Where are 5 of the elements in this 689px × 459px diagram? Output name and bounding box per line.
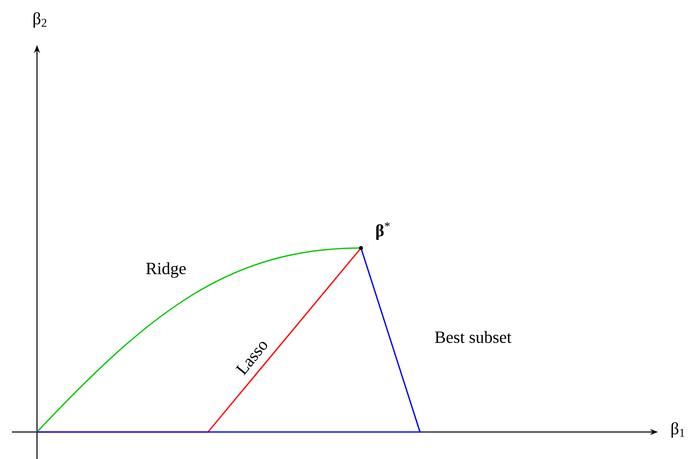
curve-label: Ridge (146, 262, 186, 278)
axis-label: β$_{2}$ (34, 12, 46, 28)
point-label: β$^{*}$ (376, 222, 390, 240)
axis-label: β$_{1}$ (672, 422, 684, 438)
curve-label: Best subset (435, 331, 512, 343)
